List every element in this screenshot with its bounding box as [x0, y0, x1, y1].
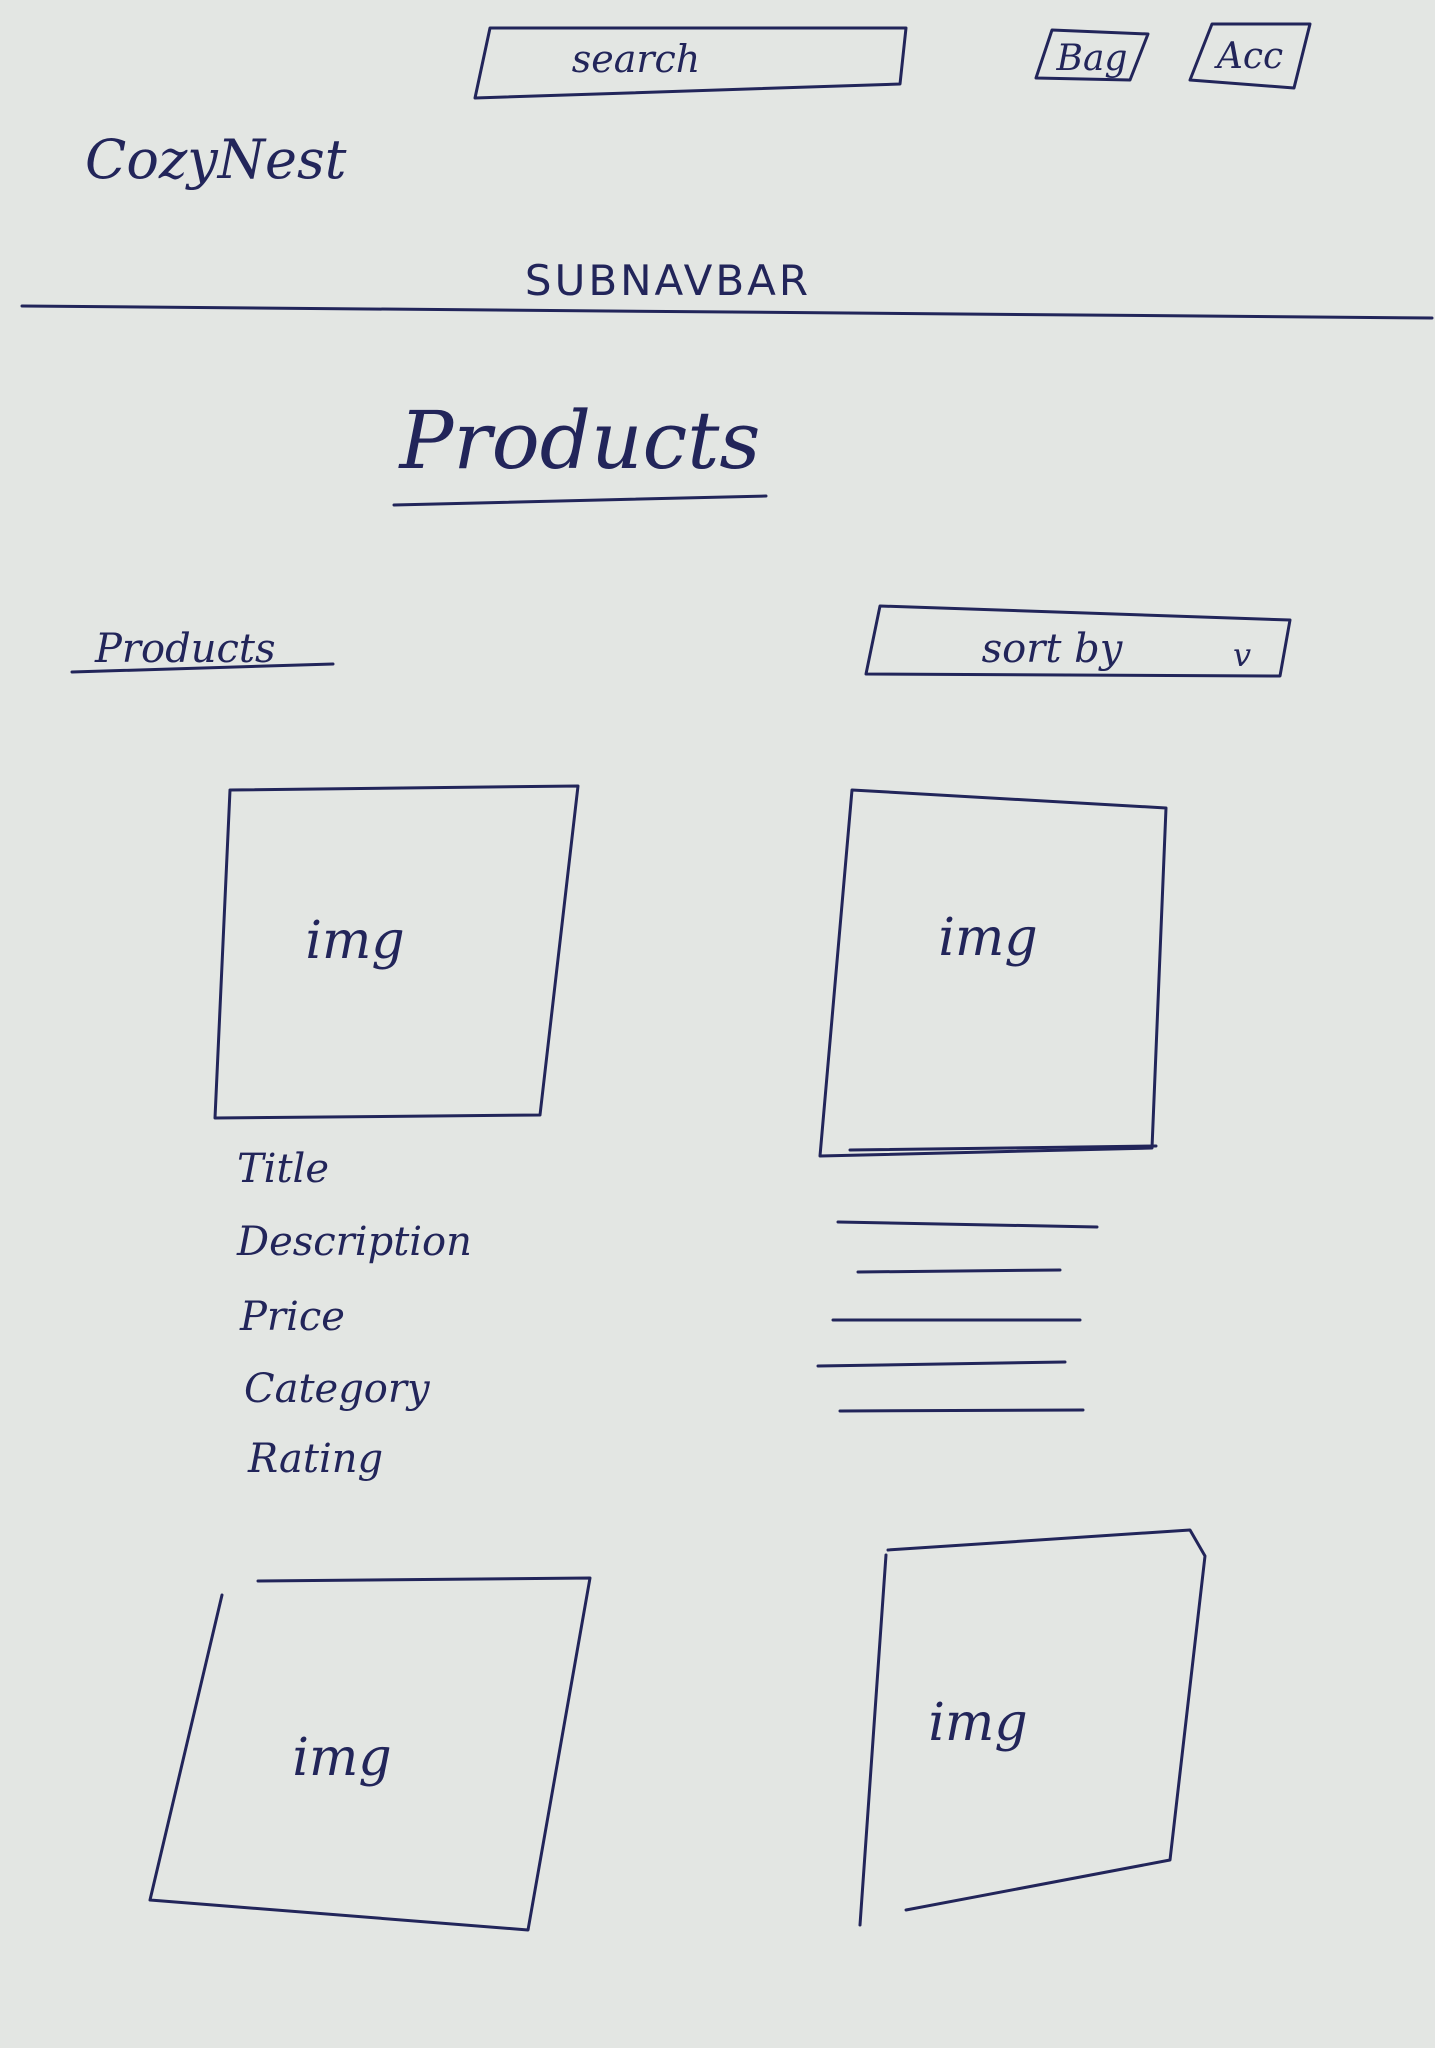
bag-button[interactable]: Bag — [1034, 28, 1150, 82]
account-label: Acc — [1214, 36, 1283, 77]
product-rating-field: Rating — [247, 1436, 383, 1482]
product-image-placeholder — [818, 788, 1168, 1158]
product-price-field: Price — [239, 1294, 345, 1340]
section-label: Products — [94, 626, 276, 672]
search-bar[interactable]: search — [473, 26, 908, 100]
header-divider — [20, 304, 1434, 320]
sort-dropdown[interactable]: sort by v — [864, 604, 1292, 678]
product-image-label: img — [305, 911, 404, 971]
product-image-placeholder — [213, 784, 580, 1120]
section-breadcrumb[interactable]: Products — [70, 626, 335, 674]
logo[interactable]: CozyNest — [85, 128, 347, 191]
product-card[interactable]: img Title Description Price Category Rat… — [213, 784, 580, 1482]
product-image-label: img — [928, 1693, 1027, 1753]
product-image-label: img — [292, 1728, 391, 1788]
subnav-bar[interactable]: SUBNAVBAR — [525, 256, 811, 305]
bag-label: Bag — [1056, 38, 1128, 79]
product-title-field: Title — [237, 1146, 329, 1192]
product-image-label: img — [938, 908, 1037, 968]
chevron-down-icon: v — [1233, 636, 1251, 674]
product-card[interactable]: img — [816, 788, 1168, 1413]
product-category-field: Category — [244, 1366, 431, 1412]
search-placeholder: search — [572, 37, 701, 81]
product-card[interactable]: img — [148, 1576, 592, 1932]
account-button[interactable]: Acc — [1188, 22, 1312, 90]
product-description-field: Description — [236, 1219, 472, 1265]
product-image-placeholder — [886, 1528, 1207, 1912]
sort-label: sort by — [982, 626, 1124, 672]
product-image-placeholder — [148, 1576, 592, 1932]
product-text-placeholder-lines — [816, 1220, 1099, 1413]
product-card[interactable]: img — [858, 1528, 1207, 1927]
page-title-underline — [392, 494, 768, 507]
page-title: Products — [398, 394, 761, 487]
